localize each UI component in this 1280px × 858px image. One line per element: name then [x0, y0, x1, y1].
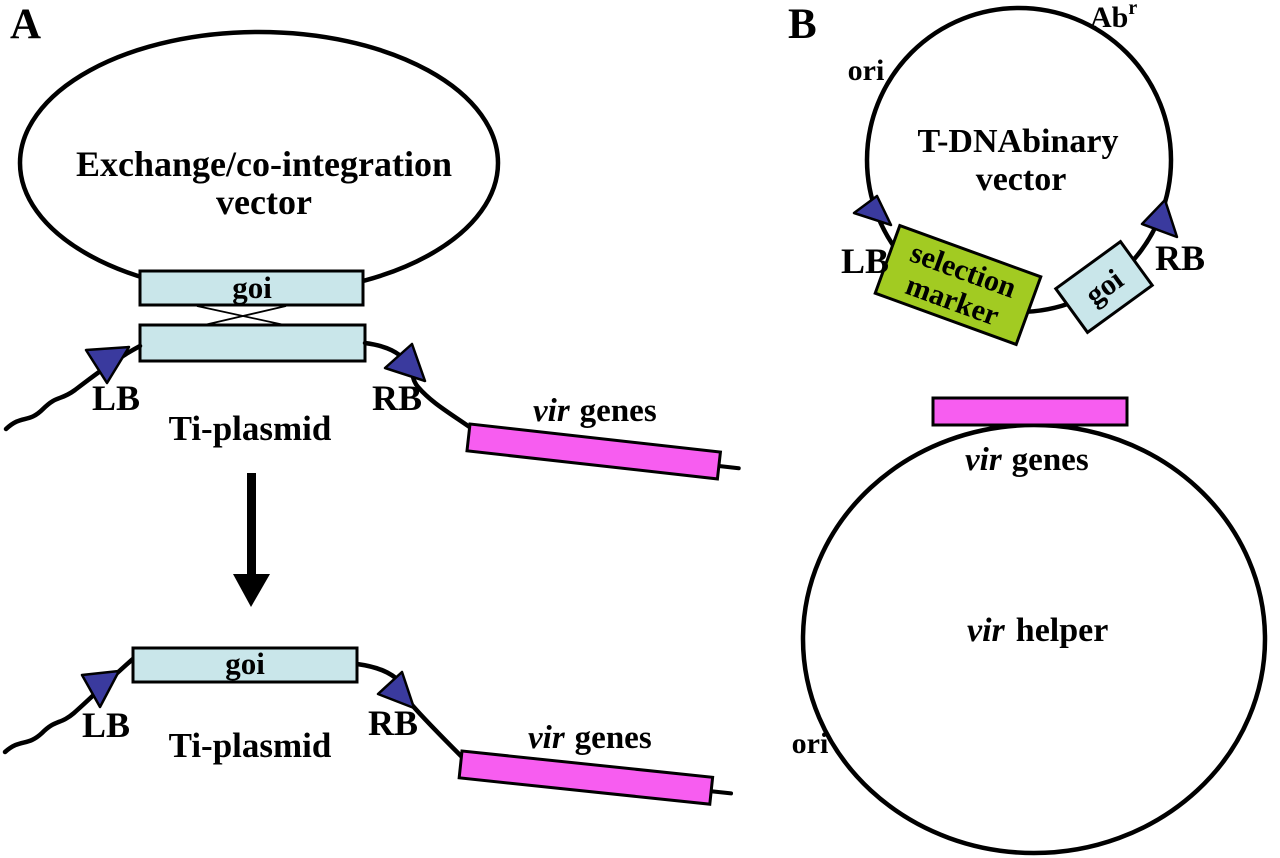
ti-plasmid-label-result: Ti-plasmid	[169, 726, 332, 765]
vir-italic-text: vir	[533, 393, 571, 429]
rb-label-binary-vector: RB	[1155, 238, 1205, 278]
ti-plasmid-label-top: Ti-plasmid	[169, 409, 332, 448]
lb-label-binary-vector: LB	[841, 241, 889, 281]
vir-genes-box-result	[457, 749, 715, 806]
vir-italic-text: vir	[965, 442, 1003, 478]
rb-label-top: RB	[372, 378, 422, 418]
rb-label-result: RB	[368, 703, 418, 743]
vir-genes-box-top	[465, 422, 723, 481]
lb-label-top: LB	[92, 378, 140, 418]
goi-box-result	[131, 646, 359, 684]
ori-label-vir-helper: ori	[792, 727, 829, 760]
helper-text: helper	[1016, 612, 1109, 649]
antibiotic-resistance-label: Abr	[1090, 0, 1137, 34]
integration-arrow-head	[233, 574, 270, 607]
lb-triangle-result	[80, 669, 121, 709]
selection-marker-group: selection marker	[873, 223, 1043, 347]
goi-box-binary-vector	[1053, 239, 1155, 335]
exchange-vector-label-line1: Exchange/co-integration	[76, 144, 452, 184]
lb-triangle-top	[84, 345, 131, 385]
integration-arrow-shaft	[247, 473, 256, 576]
goi-label-result: goi	[225, 646, 265, 681]
rb-triangle-binary-vector	[1140, 198, 1179, 239]
tdna-region-box-ti-plasmid	[138, 323, 367, 363]
genes-text: genes	[575, 720, 652, 756]
vir-genes-box-group-result	[457, 749, 734, 806]
vir-helper-label: vir helper	[967, 612, 1108, 649]
goi-group-binary-vector: goi	[1053, 239, 1155, 335]
exchange-vector-label-line2: vector	[216, 182, 312, 222]
ab-text: Ab	[1090, 1, 1128, 34]
integration-arrow	[233, 473, 270, 607]
vir-genes-line-stub-result	[709, 789, 734, 796]
goi-box-exchange-vector	[138, 269, 365, 307]
genes-text: genes	[1012, 442, 1089, 478]
binary-vector-label-line1: T-DNAbinary	[918, 123, 1119, 160]
panel-b-label: B	[788, 1, 817, 48]
recombination-cross-line-2	[199, 305, 287, 327]
vir-genes-line-stub-top	[716, 464, 741, 471]
vir-genes-box-helper	[931, 396, 1129, 427]
lb-label-result: LB	[82, 705, 130, 745]
binary-vector-label-line2: vector	[976, 161, 1067, 198]
panel-a-label: A	[10, 1, 41, 48]
genes-text: genes	[580, 393, 657, 429]
rb-triangle-result	[376, 670, 416, 710]
ori-label-binary-vector: ori	[848, 54, 885, 87]
goi-label-exchange-vector: goi	[232, 270, 272, 305]
selection-marker-box	[873, 223, 1043, 347]
vir-italic-text: vir	[967, 612, 1006, 649]
lb-triangle-binary-vector	[852, 194, 893, 227]
rb-triangle-top	[383, 342, 427, 383]
vir-genes-box-group-top	[465, 422, 741, 481]
ab-superscript-r: r	[1128, 0, 1137, 19]
vir-italic-text: vir	[528, 720, 566, 756]
